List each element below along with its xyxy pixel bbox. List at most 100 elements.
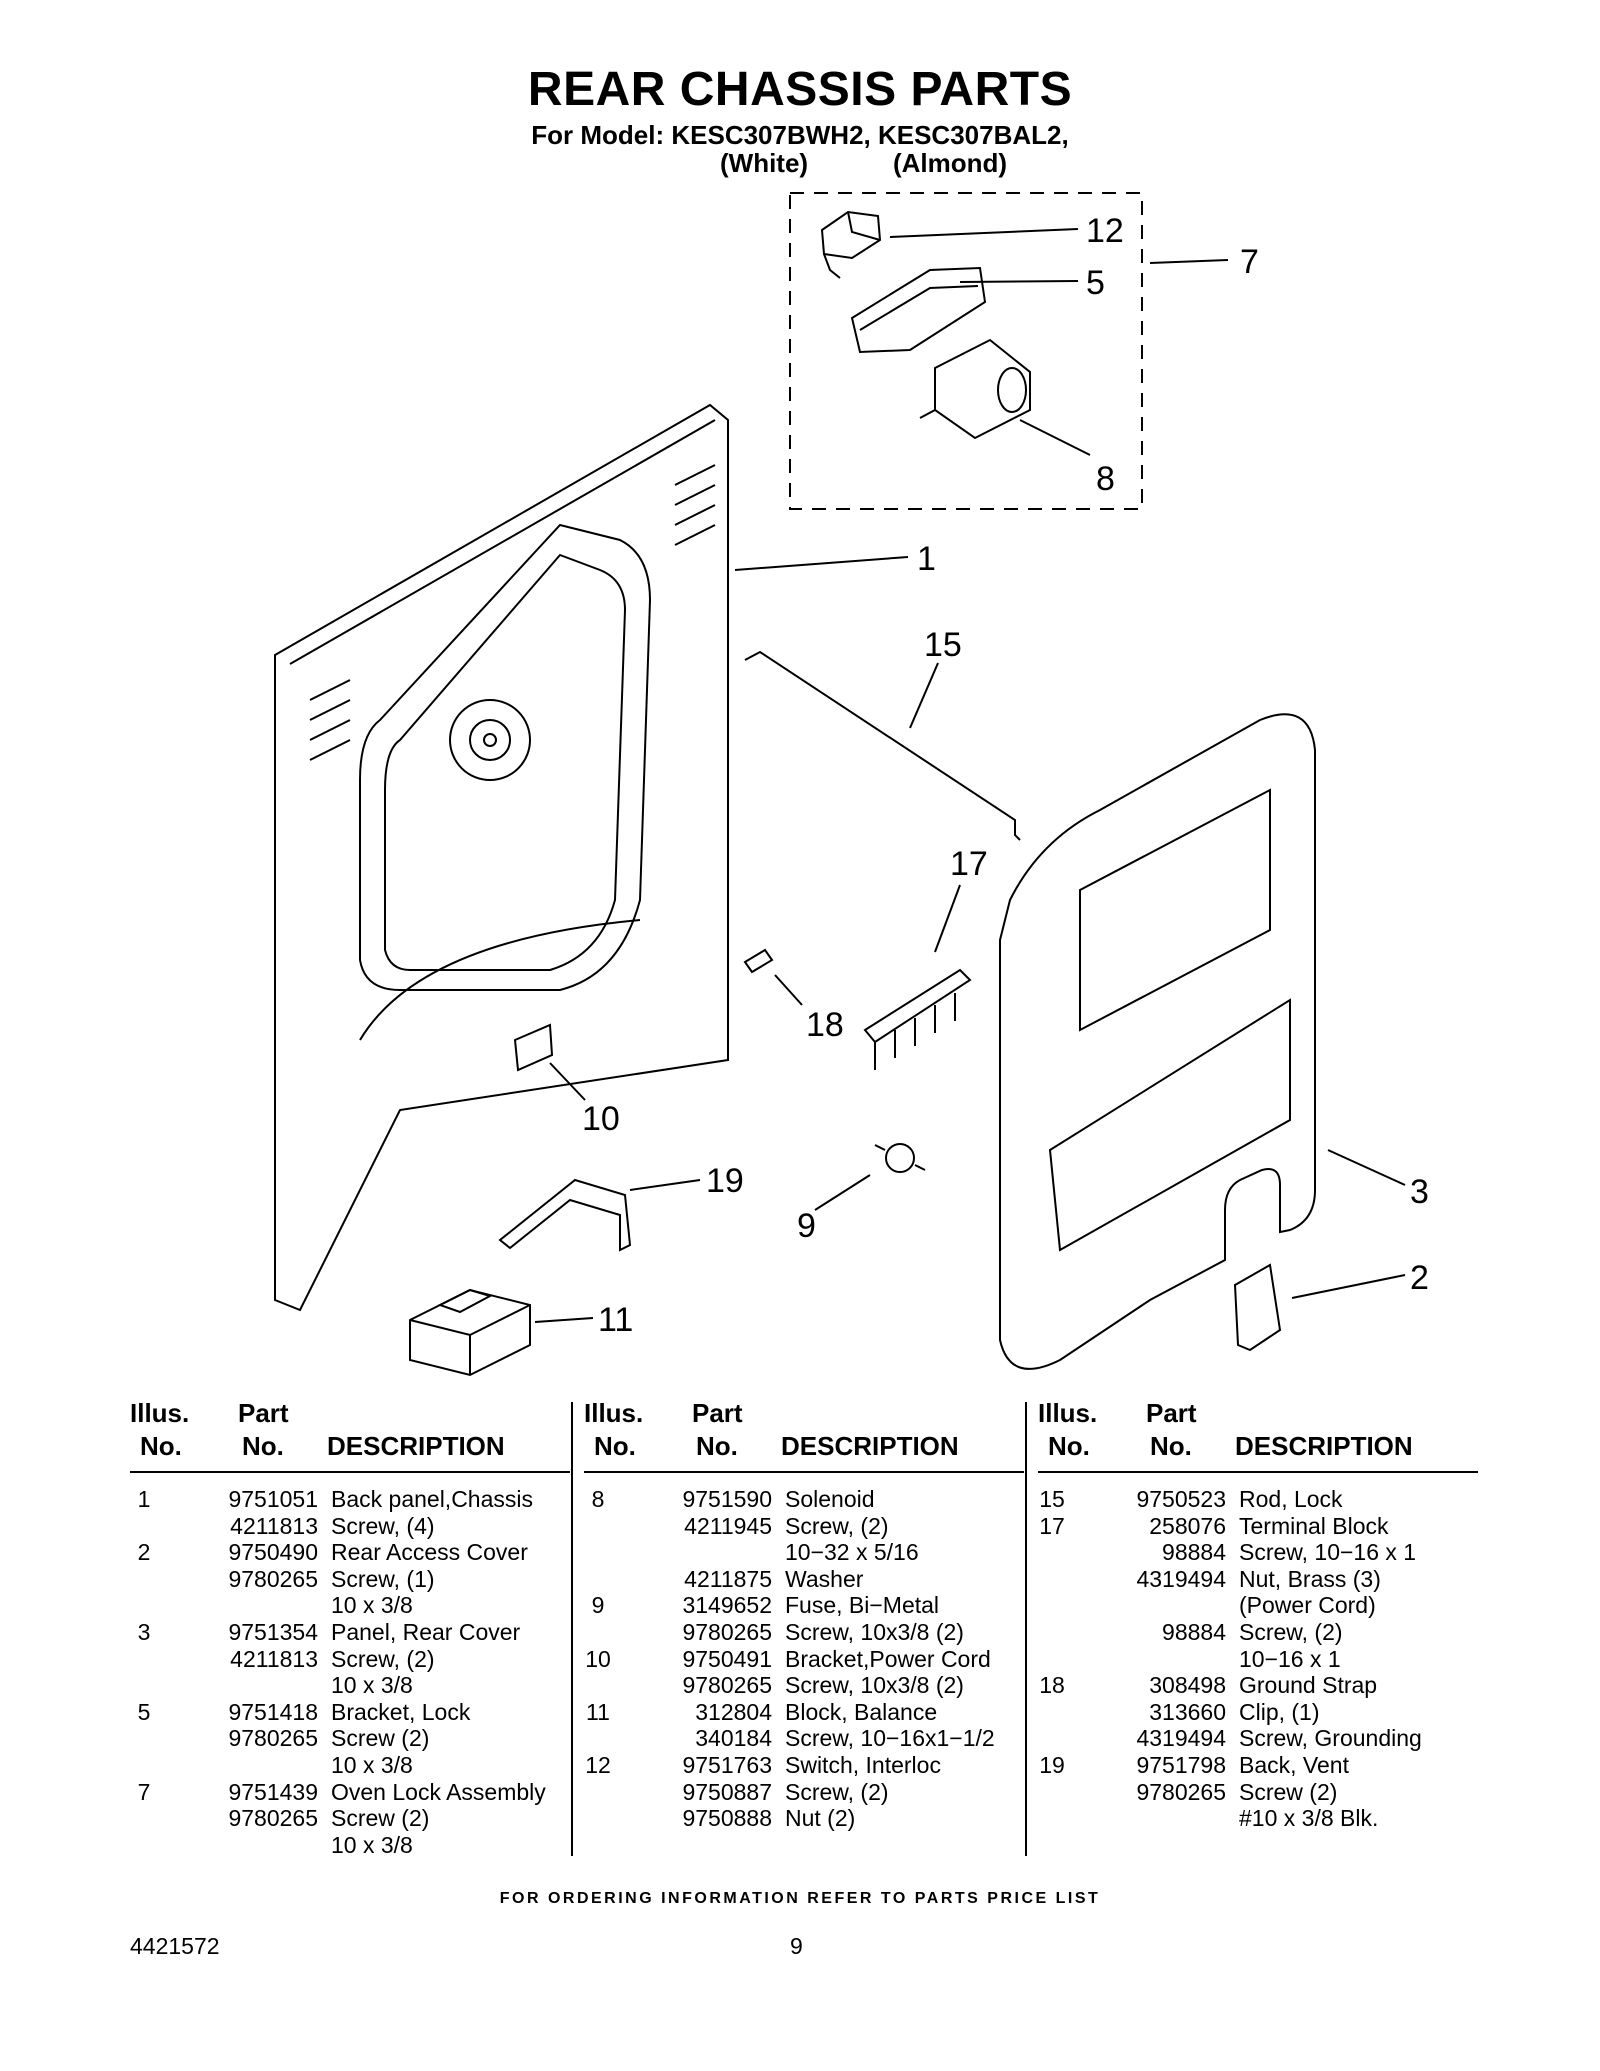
part-description: Screw, Grounding [1239,1725,1422,1752]
header-illus: Illus. [1038,1398,1098,1428]
callout-9: 9 [797,1207,816,1245]
header-part-no: No. [242,1431,284,1461]
header-part: Part [238,1398,289,1428]
table-row: 10 x 3/8 [130,1832,570,1859]
part-number: 9751354 [228,1618,318,1645]
illus-number: 8 [591,1486,605,1512]
illus-number: 3 [137,1618,151,1645]
illus-number: 15 [1039,1486,1065,1512]
table-row: 10 x 3/8 [130,1752,570,1779]
callout-17: 17 [950,845,988,883]
callout-2: 2 [1410,1259,1429,1297]
table-row: #10 x 3/8 Blk. [1038,1805,1478,1832]
part-number: 9751418 [228,1698,318,1725]
illus-number: 1 [137,1486,151,1512]
callout-8: 8 [1096,460,1115,498]
balance-block-icon [409,1288,531,1377]
part-number: 4211813 [230,1645,318,1672]
part-description: Screw, (4) [331,1512,435,1539]
table-row: 9780265 Screw (2) [130,1725,570,1752]
part-description: Fuse, Bi−Metal [785,1592,940,1619]
power-cord-bracket-icon [513,1023,554,1072]
header-rule [1038,1471,1478,1473]
table-row: 313660 Clip, (1) [1038,1699,1478,1726]
header-description: DESCRIPTION [1235,1431,1413,1461]
part-description: Washer [785,1565,864,1592]
illus-number: 19 [1039,1751,1065,1778]
part-number: 9780265 [228,1805,318,1832]
header-description: DESCRIPTION [781,1431,959,1461]
part-description: Block, Balance [785,1698,938,1725]
part-number: 313660 [1149,1698,1226,1725]
part-number: 4211875 [684,1565,772,1592]
part-number: 4211945 [684,1512,772,1539]
part-description: Screw (2) [1239,1778,1338,1805]
illus-number: 17 [1039,1512,1065,1539]
terminal-block-icon [863,968,972,1070]
header-rule [130,1471,570,1473]
part-description: Screw, 10−16 x 1 [1239,1539,1417,1566]
part-number: 9750491 [682,1645,772,1672]
part-number: 340184 [695,1725,772,1752]
illus-number: 18 [1039,1672,1065,1699]
illus-number: 7 [137,1778,151,1805]
part-description: #10 x 3/8 Blk. [1239,1805,1379,1832]
part-number: 9751051 [228,1486,318,1512]
part-description: 10−16 x 1 [1239,1645,1341,1672]
callout-19: 19 [706,1162,744,1200]
illus-number: 10 [585,1645,611,1672]
part-description: Oven Lock Assembly [331,1778,546,1805]
part-description: Bracket,Power Cord [785,1645,991,1672]
part-description: Back panel,Chassis [331,1486,533,1512]
part-description: 10 x 3/8 [331,1672,413,1699]
part-description: Screw, 10−16x1−1/2 [785,1725,995,1752]
part-number: 98884 [1162,1539,1226,1566]
part-number: 9750490 [228,1539,318,1566]
table-row: 1 9751051 Back panel,Chassis [130,1486,570,1513]
part-description: Back, Vent [1239,1751,1349,1778]
table-row: 3 9751354 Panel, Rear Cover [130,1619,570,1646]
table-header: Illus. No. Part No. DESCRIPTION [584,1400,1024,1474]
part-description: Screw, 10x3/8 (2) [785,1672,964,1699]
part-number: 9780265 [228,1725,318,1752]
part-number: 9750887 [682,1778,772,1805]
header-rule [584,1471,1024,1473]
part-number: 9780265 [1136,1778,1226,1805]
ground-strap-icon [743,948,774,974]
table-row: 98884 Screw, 10−16 x 1 [1038,1539,1478,1566]
part-description: Screw, (2) [785,1778,889,1805]
part-description: Screw (2) [331,1725,430,1752]
part-description: Panel, Rear Cover [331,1618,521,1645]
back-panel-chassis-icon [274,403,729,1312]
header-illus-no: No. [140,1431,182,1461]
column-divider [571,1402,573,1856]
callout-12: 12 [1086,212,1124,250]
callout-10: 10 [582,1100,620,1138]
part-description: Clip, (1) [1239,1698,1320,1725]
table-row: 4211875 Washer [584,1566,1024,1593]
part-number: 308498 [1149,1672,1226,1699]
header-description: DESCRIPTION [327,1431,505,1461]
column-divider [1025,1402,1027,1856]
lock-rod-icon [744,650,1021,841]
callout-1: 1 [917,540,936,578]
header-illus-no: No. [1048,1431,1090,1461]
